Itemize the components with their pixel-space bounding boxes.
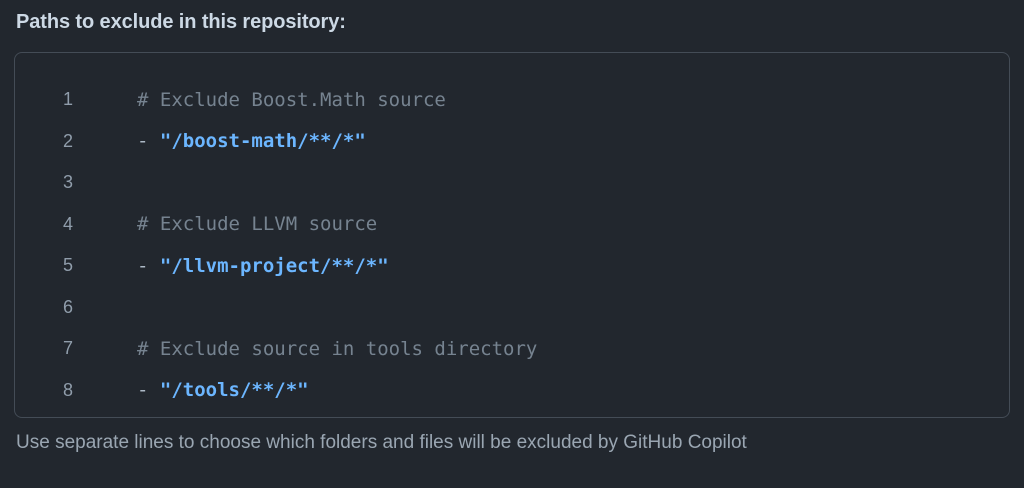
token-string: "/llvm-project/**/*"	[159, 254, 389, 277]
editor-line[interactable]: 4 # Exclude LLVM source	[15, 204, 1009, 246]
editor-line[interactable]: 3	[15, 162, 1009, 204]
token-comment: # Exclude Boost.Math source	[137, 88, 446, 111]
editor-line[interactable]: 5- "/llvm-project/**/*"	[15, 245, 1009, 287]
token-punct: -	[137, 379, 160, 402]
line-number: 4	[62, 213, 73, 234]
line-content[interactable]: - "/boost-math/**/*"	[73, 130, 366, 152]
line-content[interactable]: # Exclude LLVM source	[73, 213, 377, 235]
editor-line[interactable]: 2- "/boost-math/**/*"	[15, 121, 1009, 163]
token-comment: # Exclude LLVM source	[137, 213, 378, 236]
token-string: "/boost-math/**/*"	[159, 130, 366, 153]
token-punct: -	[137, 254, 160, 277]
line-content[interactable]: - "/llvm-project/**/*"	[73, 255, 389, 277]
line-number: 7	[62, 338, 73, 359]
page-title: Paths to exclude in this repository:	[16, 11, 346, 33]
token-comment: # Exclude source in tools directory	[137, 337, 538, 360]
editor-line[interactable]: 7 # Exclude source in tools directory	[15, 328, 1009, 370]
line-content[interactable]: # Exclude source in tools directory	[73, 338, 537, 360]
line-number: 3	[62, 172, 73, 193]
editor-line[interactable]: 1 # Exclude Boost.Math source	[15, 79, 1009, 121]
editor-line[interactable]: 8- "/tools/**/*"	[15, 370, 1009, 412]
line-number: 2	[62, 130, 73, 151]
editor-help-text: Use separate lines to choose which folde…	[16, 432, 747, 453]
line-number: 1	[62, 89, 73, 110]
editor-line[interactable]: 6	[15, 287, 1009, 329]
token-string: "/tools/**/*"	[159, 379, 309, 402]
line-content[interactable]: - "/tools/**/*"	[73, 379, 309, 401]
line-number: 8	[62, 379, 73, 400]
line-number: 6	[62, 296, 73, 317]
token-punct: -	[137, 130, 160, 153]
line-content[interactable]: # Exclude Boost.Math source	[73, 89, 446, 111]
line-number: 5	[62, 255, 73, 276]
